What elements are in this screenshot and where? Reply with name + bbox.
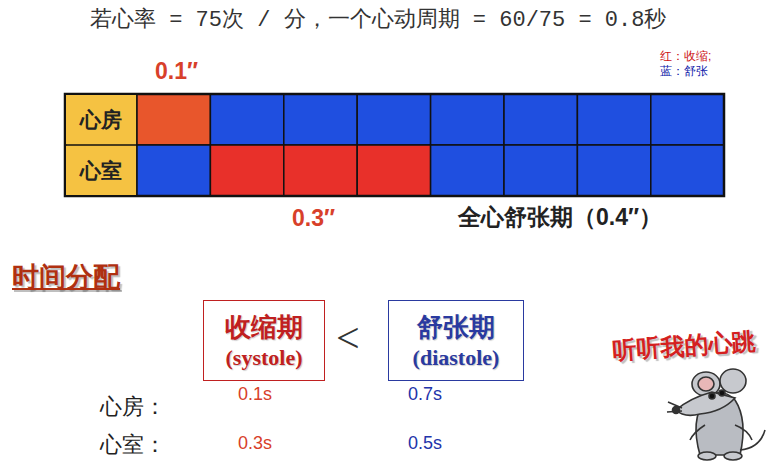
box-heading: 心室 [80,157,122,185]
row-label: 心室： [100,432,166,457]
phase-box: 收缩期(systole) [203,300,325,381]
duration-label: 0.1″ [155,58,198,84]
mouse-illustration [667,369,765,460]
time-value: 0.7s [408,384,442,405]
time-value: 0.1s [238,384,272,405]
comparison-sign: < [336,314,360,362]
section-heading: 时间分配 [12,262,120,293]
phase-box: 舒张期(diastole) [388,300,524,381]
legend-note: 红：收缩; [660,50,711,64]
row-header-cell: 心室 [66,146,136,195]
duration-label: 0.3″ [292,205,335,231]
box-heading: 收缩期 [225,310,303,345]
phase-label: 全心舒张期（0.4″） [458,204,662,230]
callout-text: 听听我的心跳 [611,327,757,365]
box-heading: 舒张期 [417,310,495,345]
grid-frame [65,94,724,196]
timing-grid [65,94,724,196]
legend-note: 蓝：舒张 [660,65,708,79]
title-text: 若心率 = 75次 / 分，一个心动周期 = 60/75 = 0.8秒 [90,8,666,33]
row-header-cell: 心房 [66,95,136,144]
time-value: 0.3s [238,433,272,454]
box-subtitle: (diastole) [413,345,500,371]
box-heading: 心房 [80,106,122,134]
box-subtitle: (systole) [226,345,303,371]
row-label: 心房： [100,394,166,419]
time-value: 0.5s [408,433,442,454]
